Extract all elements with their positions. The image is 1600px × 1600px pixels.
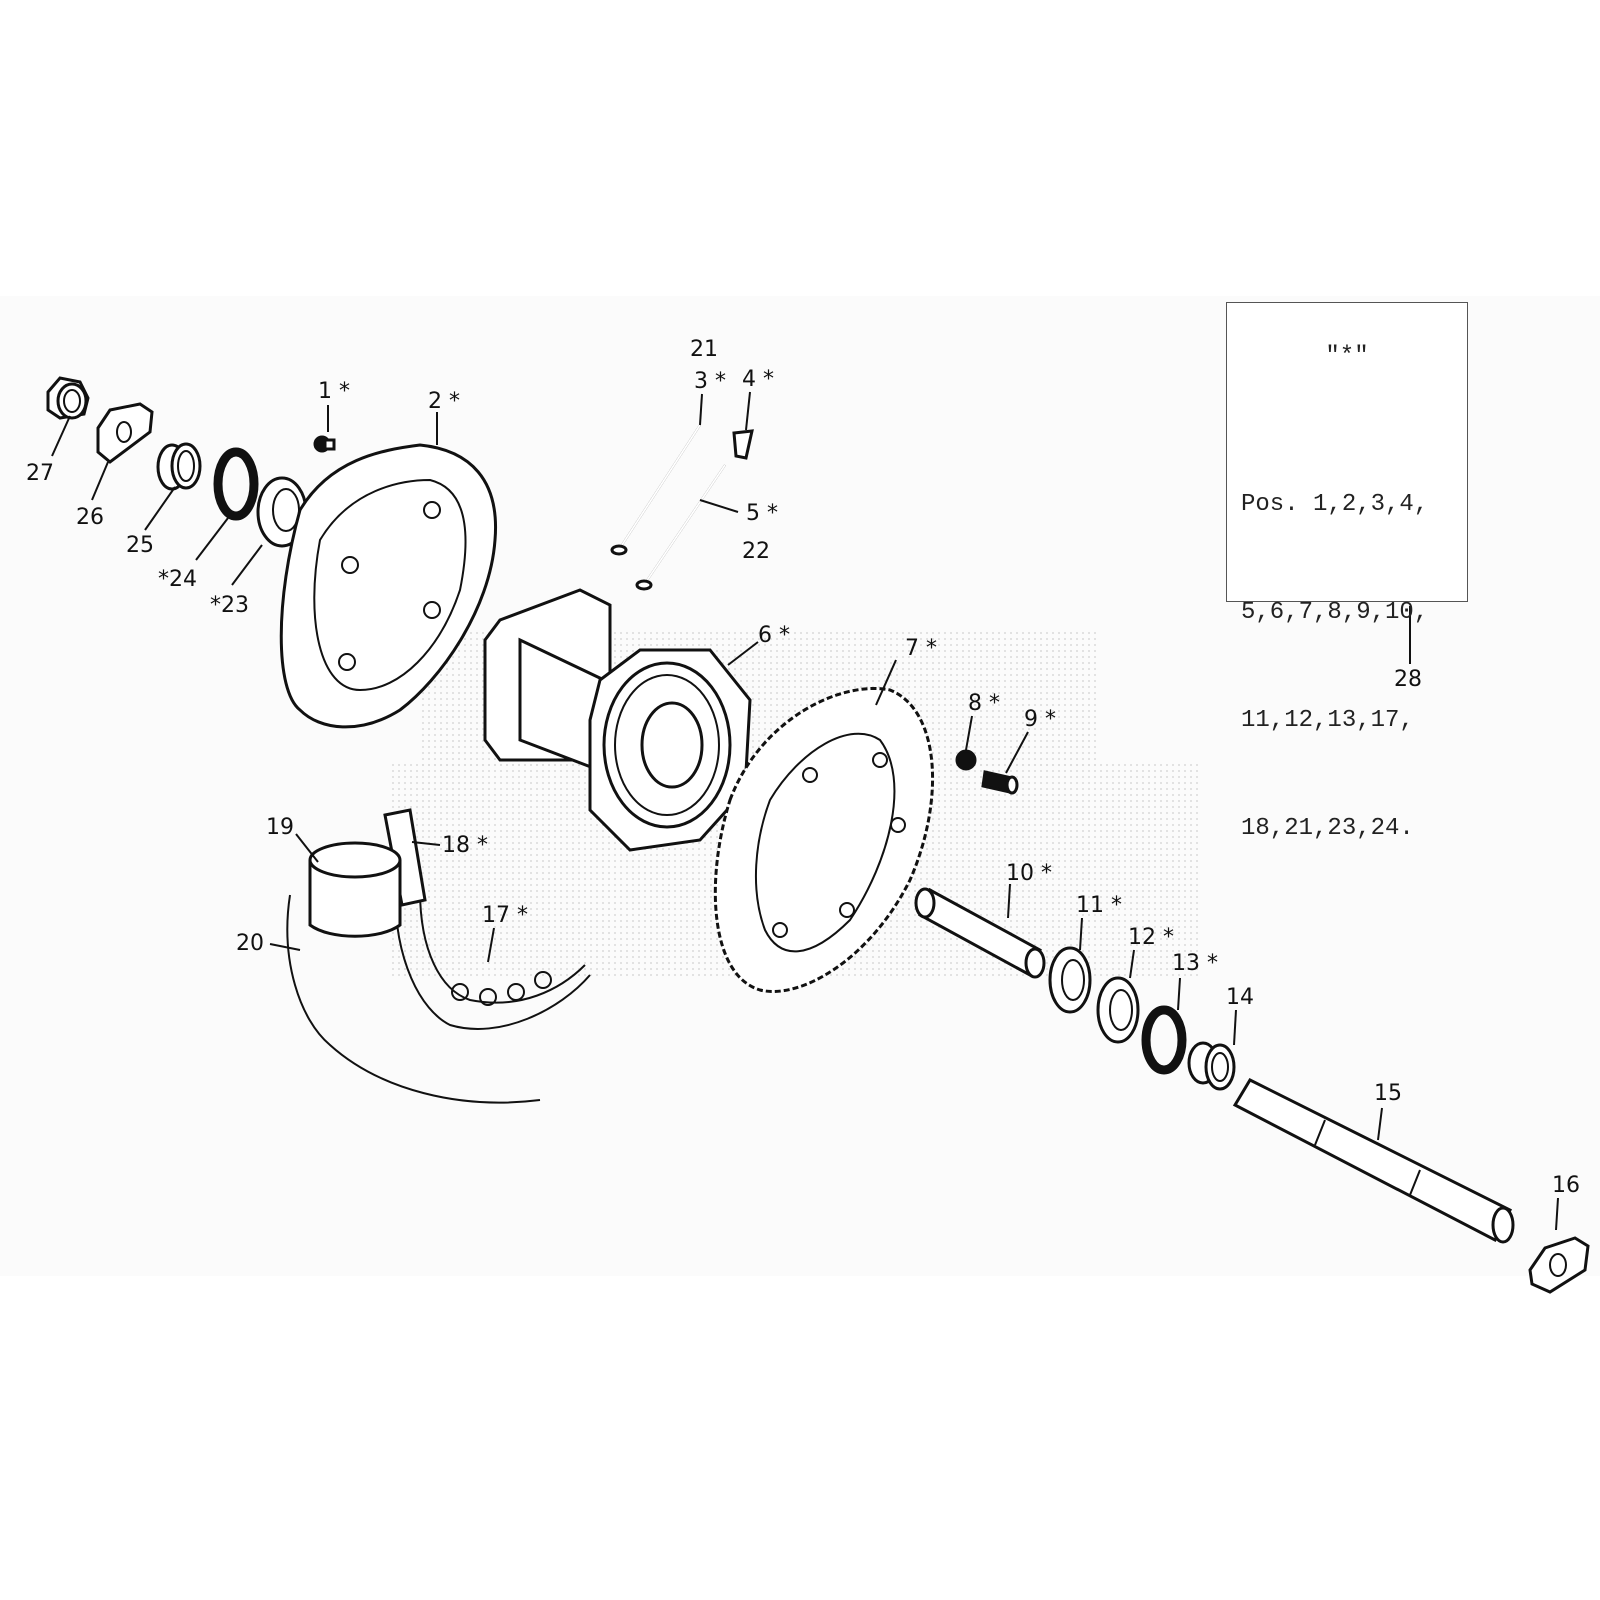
- note-line: 18,21,23,24.: [1241, 815, 1414, 842]
- leader-line-25: [144, 486, 176, 531]
- callout-24: *24: [158, 567, 197, 592]
- part-1-bolt: [313, 435, 336, 453]
- asterisk-note-box: "*" Pos. 1,2,3,4, 5,6,7,8,9,10, 11,12,13…: [1226, 302, 1468, 842]
- callout-2: 2 *: [428, 389, 460, 414]
- callout-11: 11 *: [1076, 893, 1122, 918]
- callout-15: 15: [1374, 1081, 1402, 1106]
- part-16-adjuster: [1528, 1236, 1590, 1294]
- note-line: Pos. 1,2,3,4,: [1241, 491, 1429, 518]
- leader-line-17: [487, 927, 495, 963]
- note-title: "*": [1325, 343, 1369, 370]
- callout-28: 28: [1394, 667, 1422, 692]
- callout-17: 17 *: [482, 903, 528, 928]
- callout-13: 13 *: [1172, 951, 1218, 976]
- callout-12: 12 *: [1128, 925, 1174, 950]
- part-7-sprocket: [713, 687, 935, 993]
- note-line: 5,6,7,8,9,10,: [1241, 599, 1429, 626]
- leader-line-3: [699, 393, 703, 426]
- callout-18: 18 *: [442, 833, 488, 858]
- part-26-washer: [96, 402, 154, 464]
- part-14-spacer: [1187, 1041, 1236, 1091]
- callout-16: 16: [1552, 1173, 1580, 1198]
- leader-line-18: [411, 841, 441, 846]
- leader-line-24: [195, 517, 229, 561]
- part-2-brake-disc: [279, 443, 498, 729]
- part-6-hub: [483, 588, 752, 852]
- note-body: Pos. 1,2,3,4, 5,6,7,8,9,10, 11,12,13,17,…: [1241, 415, 1428, 919]
- callout-7: 7 *: [905, 636, 937, 661]
- callout-1: 1 *: [318, 379, 350, 404]
- callout-22: 22: [742, 539, 770, 564]
- part-12-bearing: [1096, 976, 1140, 1044]
- part-5-spoke: [635, 464, 726, 591]
- part-8-nut: [955, 749, 977, 771]
- callout-26: 26: [76, 505, 104, 530]
- callout-6: 6 *: [758, 623, 790, 648]
- leader-line-6: [727, 641, 759, 666]
- part-20-tire: [286, 889, 591, 1104]
- callout-23: *23: [210, 593, 249, 618]
- leader-line-5: [699, 499, 739, 513]
- callout-labels: 1 *2 *3 *4 *5 *6 *7 *8 *9 *10 *11 *12 *1…: [26, 337, 1580, 1231]
- part-3-spoke: [610, 424, 701, 556]
- leader-line-10: [1007, 883, 1011, 919]
- callout-19: 19: [266, 815, 294, 840]
- leader-line-19: [295, 833, 319, 863]
- part-9-bolt: [981, 770, 1019, 795]
- callout-20: 20: [236, 931, 264, 956]
- part-4-nipple: [732, 429, 754, 460]
- leader-line-23: [231, 544, 263, 586]
- leader-line-20: [269, 943, 301, 951]
- callout-4: 4 *: [742, 367, 774, 392]
- part-13-seal: [1141, 1005, 1187, 1075]
- leader-line-11: [1079, 917, 1083, 951]
- callout-3: 3 *: [694, 369, 726, 394]
- part-17-rim: [419, 889, 586, 1006]
- callout-5: 5 *: [746, 501, 778, 526]
- leader-line-27: [51, 415, 71, 457]
- leader-line-14: [1233, 1009, 1237, 1046]
- part-11-bearing: [1048, 946, 1092, 1014]
- callout-10: 10 *: [1006, 861, 1052, 886]
- callout-14: 14: [1226, 985, 1254, 1010]
- leader-line-4: [745, 391, 751, 431]
- callout-21: 21: [690, 337, 718, 362]
- leader-line-7: [875, 659, 897, 706]
- leader-line-26: [91, 461, 109, 501]
- leader-line-16: [1555, 1197, 1559, 1231]
- leader-line-15: [1377, 1107, 1383, 1141]
- leader-line-13: [1177, 977, 1181, 1011]
- part-24-seal: [213, 447, 259, 521]
- part-15-axle: [1232, 1078, 1515, 1244]
- leader-line-9: [1005, 731, 1029, 774]
- part-19-tube: [308, 841, 402, 938]
- callout-27: 27: [26, 461, 54, 486]
- part-25-spacer: [156, 442, 202, 491]
- leader-line-8: [965, 715, 973, 751]
- leader-line-12: [1129, 949, 1135, 979]
- callout-25: 25: [126, 533, 154, 558]
- part-10-spacer-tube: [914, 887, 1046, 979]
- callout-9: 9 *: [1024, 707, 1056, 732]
- part-27-nut: [46, 376, 90, 420]
- note-line: 11,12,13,17,: [1241, 707, 1414, 734]
- callout-8: 8 *: [968, 691, 1000, 716]
